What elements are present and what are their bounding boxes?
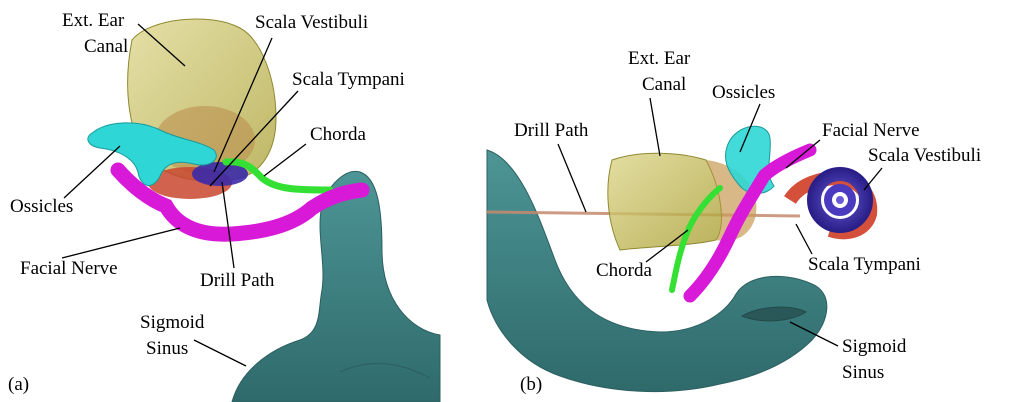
panel-b-ext-ear-canal-label-2: Canal (642, 74, 686, 95)
panel-b-chorda-label: Chorda (596, 260, 653, 281)
scala-vestibuli-core (836, 196, 844, 204)
panel-b-sigmoid-sinus-label-2: Sinus (842, 362, 884, 383)
panel-a-sigmoid-sinus-label-1: Sigmoid (140, 312, 205, 333)
panel-a-sigmoid-sinus-label-2: Sinus (146, 338, 188, 359)
panel-b-scala-vestibuli-label: Scala Vestibuli (868, 145, 981, 166)
panel-b-ext-ear-canal-label-1: Ext. Ear (628, 48, 691, 69)
panel-a-scala-vestibuli-label: Scala Vestibuli (255, 12, 368, 33)
panel-b-scala-tympani-label: Scala Tympani (808, 254, 921, 275)
panel-b-ext-ear-canal-leader (650, 98, 660, 156)
panel-a-ext-ear-canal-label-2: Canal (84, 36, 128, 57)
panel-a-sigmoid-sinus-leader (194, 340, 246, 366)
panel-b-sigmoid-sinus-label-1: Sigmoid (842, 336, 907, 357)
panel-b-scala-vestibuli-leader (864, 168, 882, 190)
panel-a-scala-tympani-label: Scala Tympani (292, 69, 405, 90)
panel-a-tag: (a) (8, 374, 29, 395)
panel-a-chorda-label: Chorda (310, 124, 367, 145)
panel-b-drill-path-leader (558, 144, 586, 212)
panel-a-drill-path-label: Drill Path (200, 270, 275, 291)
panel-a-ossicles-label: Ossicles (10, 196, 73, 217)
panel-b: Ext. Ear Canal Ossicles Drill Path Facia… (487, 48, 981, 395)
panel-b-facial-nerve-label: Facial Nerve (822, 120, 920, 141)
panel-a-drill-path-leader (222, 182, 234, 268)
panel-a-facial-nerve-leader (62, 228, 180, 258)
panel-a-facial-nerve-label: Facial Nerve (20, 258, 118, 279)
panel-a-ext-ear-canal-label-1: Ext. Ear (62, 10, 125, 31)
panel-b-drill-path-label: Drill Path (514, 120, 589, 141)
panel-b-tag: (b) (520, 374, 542, 395)
panel-b-scala-tympani-leader (796, 224, 812, 254)
panel-a: Ext. Ear Canal Scala Vestibuli Scala Tym… (8, 10, 440, 402)
panel-b-ossicles-label: Ossicles (712, 82, 775, 103)
